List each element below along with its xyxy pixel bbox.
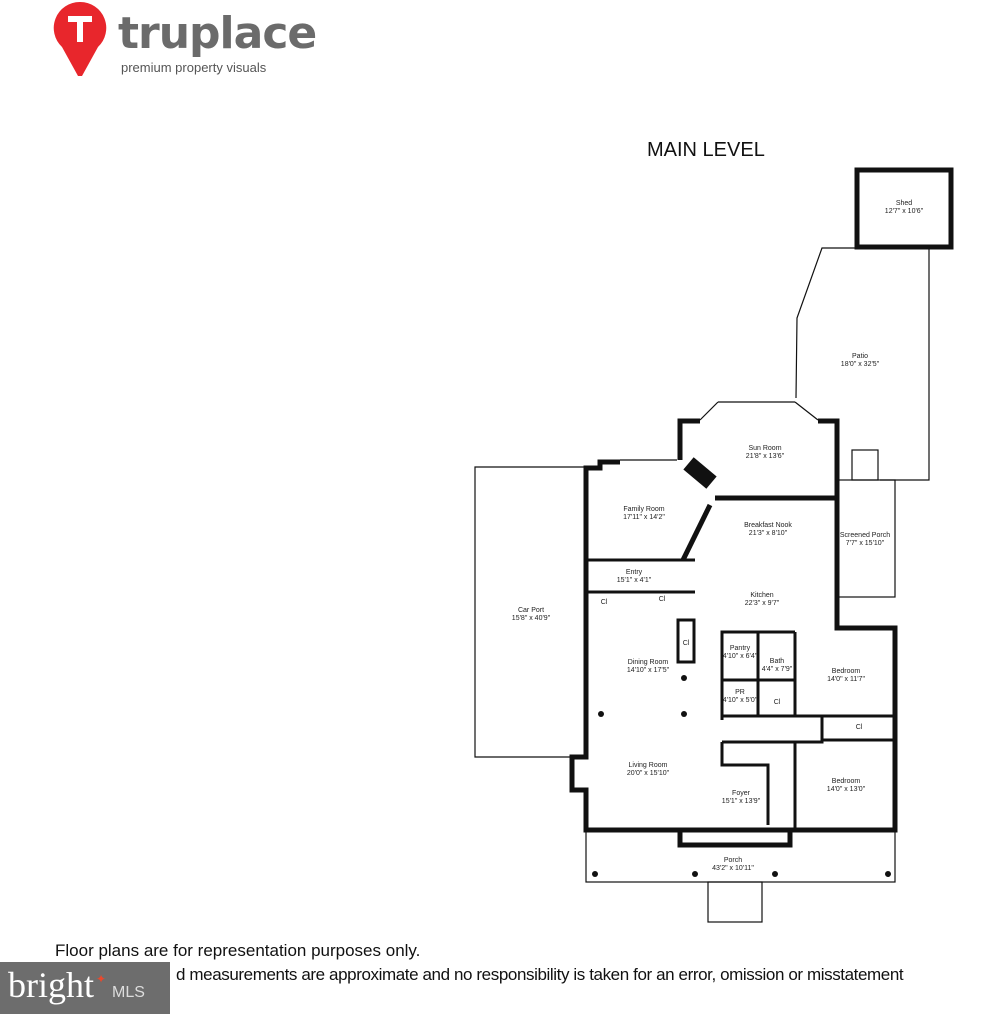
room-name: Car Port [518, 607, 544, 614]
room-name: Patio [852, 353, 868, 360]
room-name: Bedroom [832, 778, 861, 785]
disclaimer-line-1: Floor plans are for representation purpo… [55, 941, 421, 960]
room-dim: 15'1" x 13'9" [722, 798, 761, 805]
room-dim: 14'0" x 11'7" [827, 676, 865, 683]
closet-label: Cl [683, 640, 690, 647]
shed-walls [854, 167, 954, 250]
brand-tagline: premium property visuals [121, 60, 267, 75]
room-dim: 7'7" x 15'10" [846, 540, 885, 547]
room-dim: 20'0" x 15'10" [627, 770, 670, 777]
room-dim: 15'1" x 4'1" [617, 577, 652, 584]
room-dim: 14'10" x 17'5" [627, 667, 670, 674]
closet-label: Cl [856, 724, 863, 731]
room-name: Dining Room [628, 659, 669, 666]
patio-right-edge [880, 248, 930, 481]
closet-label: Cl [601, 599, 608, 606]
room-name: Family Room [623, 506, 664, 513]
room-dim: 21'8" x 13'6" [746, 453, 785, 460]
room-name: Screened Porch [840, 532, 890, 539]
bright-mls-watermark: bright ✦ MLS [0, 962, 170, 1014]
star-icon: ✦ [96, 972, 107, 986]
room-name: Bedroom [832, 668, 861, 675]
walls [569, 167, 954, 848]
fireplace [683, 457, 717, 489]
room-dim: 17'11" x 14'2" [623, 514, 665, 521]
room-name: Foyer [732, 790, 751, 797]
map-pin-icon [53, 1, 107, 76]
room-name: Bath [770, 658, 785, 665]
plan-title: MAIN LEVEL [647, 139, 765, 161]
closet-label: Cl [659, 596, 666, 603]
room-dim: 4'4" x 7'9" [762, 666, 793, 673]
room-name: Living Room [629, 762, 668, 769]
svg-text:PR4'10" x 5'0": PR4'10" x 5'0" [723, 689, 758, 704]
room-name: Sun Room [748, 445, 781, 452]
room-dim: 4'10" x 6'4" [723, 653, 758, 660]
room-dim: 12'7" x 10'6" [885, 208, 924, 215]
room-name: Shed [896, 200, 912, 207]
room-name: Porch [724, 857, 742, 864]
truplace-logo: truplace premium property visuals [52, 0, 317, 80]
room-dim: 18'0" x 32'5" [841, 361, 880, 368]
brand-name: truplace [118, 8, 317, 59]
porch-outline [585, 829, 896, 883]
room-name: PR [735, 689, 745, 696]
room-name: Pantry [730, 645, 751, 652]
room-name: Kitchen [750, 592, 773, 599]
porch-stairs [707, 881, 763, 923]
room-dim: 4'10" x 5'0" [723, 697, 758, 704]
watermark-brand: bright [8, 965, 94, 1005]
room-name: Breakfast Nook [744, 522, 792, 529]
disclaimer-line-2: d measurements are approximate and no re… [176, 965, 904, 984]
room-dim: 21'3" x 8'10" [749, 530, 788, 537]
columns [592, 675, 891, 877]
watermark-suffix: MLS [112, 984, 145, 1001]
room-dim: 43'2" x 10'11" [712, 865, 754, 872]
room-dim: 14'0" x 13'0" [827, 786, 866, 793]
thin-outlines [474, 247, 930, 923]
room-dim: 15'8" x 40'9" [512, 615, 551, 622]
room-dim: 22'3" x 9'7" [745, 600, 780, 607]
room-name: Entry [626, 569, 643, 576]
closet-label: Cl [774, 699, 781, 706]
patio-left-edge [795, 247, 857, 399]
